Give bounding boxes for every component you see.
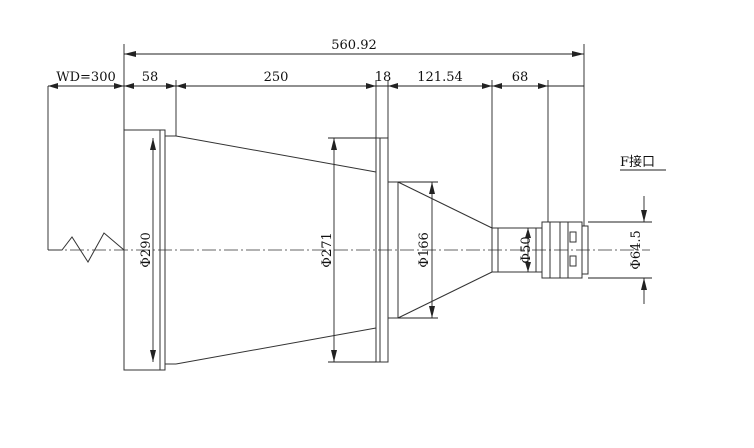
seg-250-label: 250 bbox=[264, 70, 289, 85]
seg58-arrow-right bbox=[166, 83, 176, 89]
dia64-label: Φ64.5 bbox=[629, 230, 644, 270]
dia166-label: Φ166 bbox=[417, 232, 432, 267]
dia64-arrow-bottom bbox=[641, 278, 647, 290]
seg68-arrow-left bbox=[492, 83, 502, 89]
mount-type-label: F接口 bbox=[620, 154, 655, 170]
front-flange bbox=[123, 129, 166, 371]
wd-label: WD=300 bbox=[56, 70, 116, 85]
small-cone-bottom bbox=[397, 271, 493, 319]
large-cone-top bbox=[175, 135, 377, 173]
dia50-label: Φ50 bbox=[519, 236, 534, 263]
seg-121-label: 121.54 bbox=[417, 70, 463, 85]
small-cone-top bbox=[397, 181, 493, 229]
seg121-arrow-right bbox=[482, 83, 492, 89]
large-cone-bottom bbox=[175, 327, 377, 365]
seg250-arrow-left bbox=[176, 83, 186, 89]
dia271-label: Φ271 bbox=[320, 232, 335, 267]
seg121-arrow-left bbox=[388, 83, 398, 89]
dia290-arrow-bottom bbox=[150, 350, 156, 362]
seg-18-label: 18 bbox=[375, 70, 392, 85]
dia290-label: Φ290 bbox=[139, 232, 154, 267]
f-mount-detail-2 bbox=[569, 255, 577, 267]
mid-flange bbox=[375, 137, 389, 363]
dia271-arrow-bottom bbox=[331, 350, 337, 362]
total-length-label: 560.92 bbox=[331, 38, 377, 53]
total-arrow-right bbox=[572, 51, 584, 57]
wd-arrow-right bbox=[114, 83, 124, 89]
seg58-arrow-left bbox=[124, 83, 134, 89]
dia64-arrow-top bbox=[641, 210, 647, 222]
f-mount-detail-1 bbox=[569, 231, 577, 243]
dia50-arrow-top bbox=[525, 228, 531, 238]
wd-arrow-left bbox=[48, 83, 58, 89]
wd-break-line bbox=[48, 232, 125, 263]
total-arrow-left bbox=[124, 51, 136, 57]
dia290-arrow-top bbox=[150, 138, 156, 150]
dia50-arrow-bottom bbox=[525, 262, 531, 272]
dia166-arrow-top bbox=[429, 182, 435, 194]
seg-58-label: 58 bbox=[142, 70, 159, 85]
seg68-arrow-right bbox=[538, 83, 548, 89]
dia271-arrow-top bbox=[331, 138, 337, 150]
seg250-arrow-right bbox=[366, 83, 376, 89]
f-mount-flange bbox=[581, 225, 589, 275]
dia166-arrow-bottom bbox=[429, 306, 435, 318]
seg-68-label: 68 bbox=[512, 70, 529, 85]
